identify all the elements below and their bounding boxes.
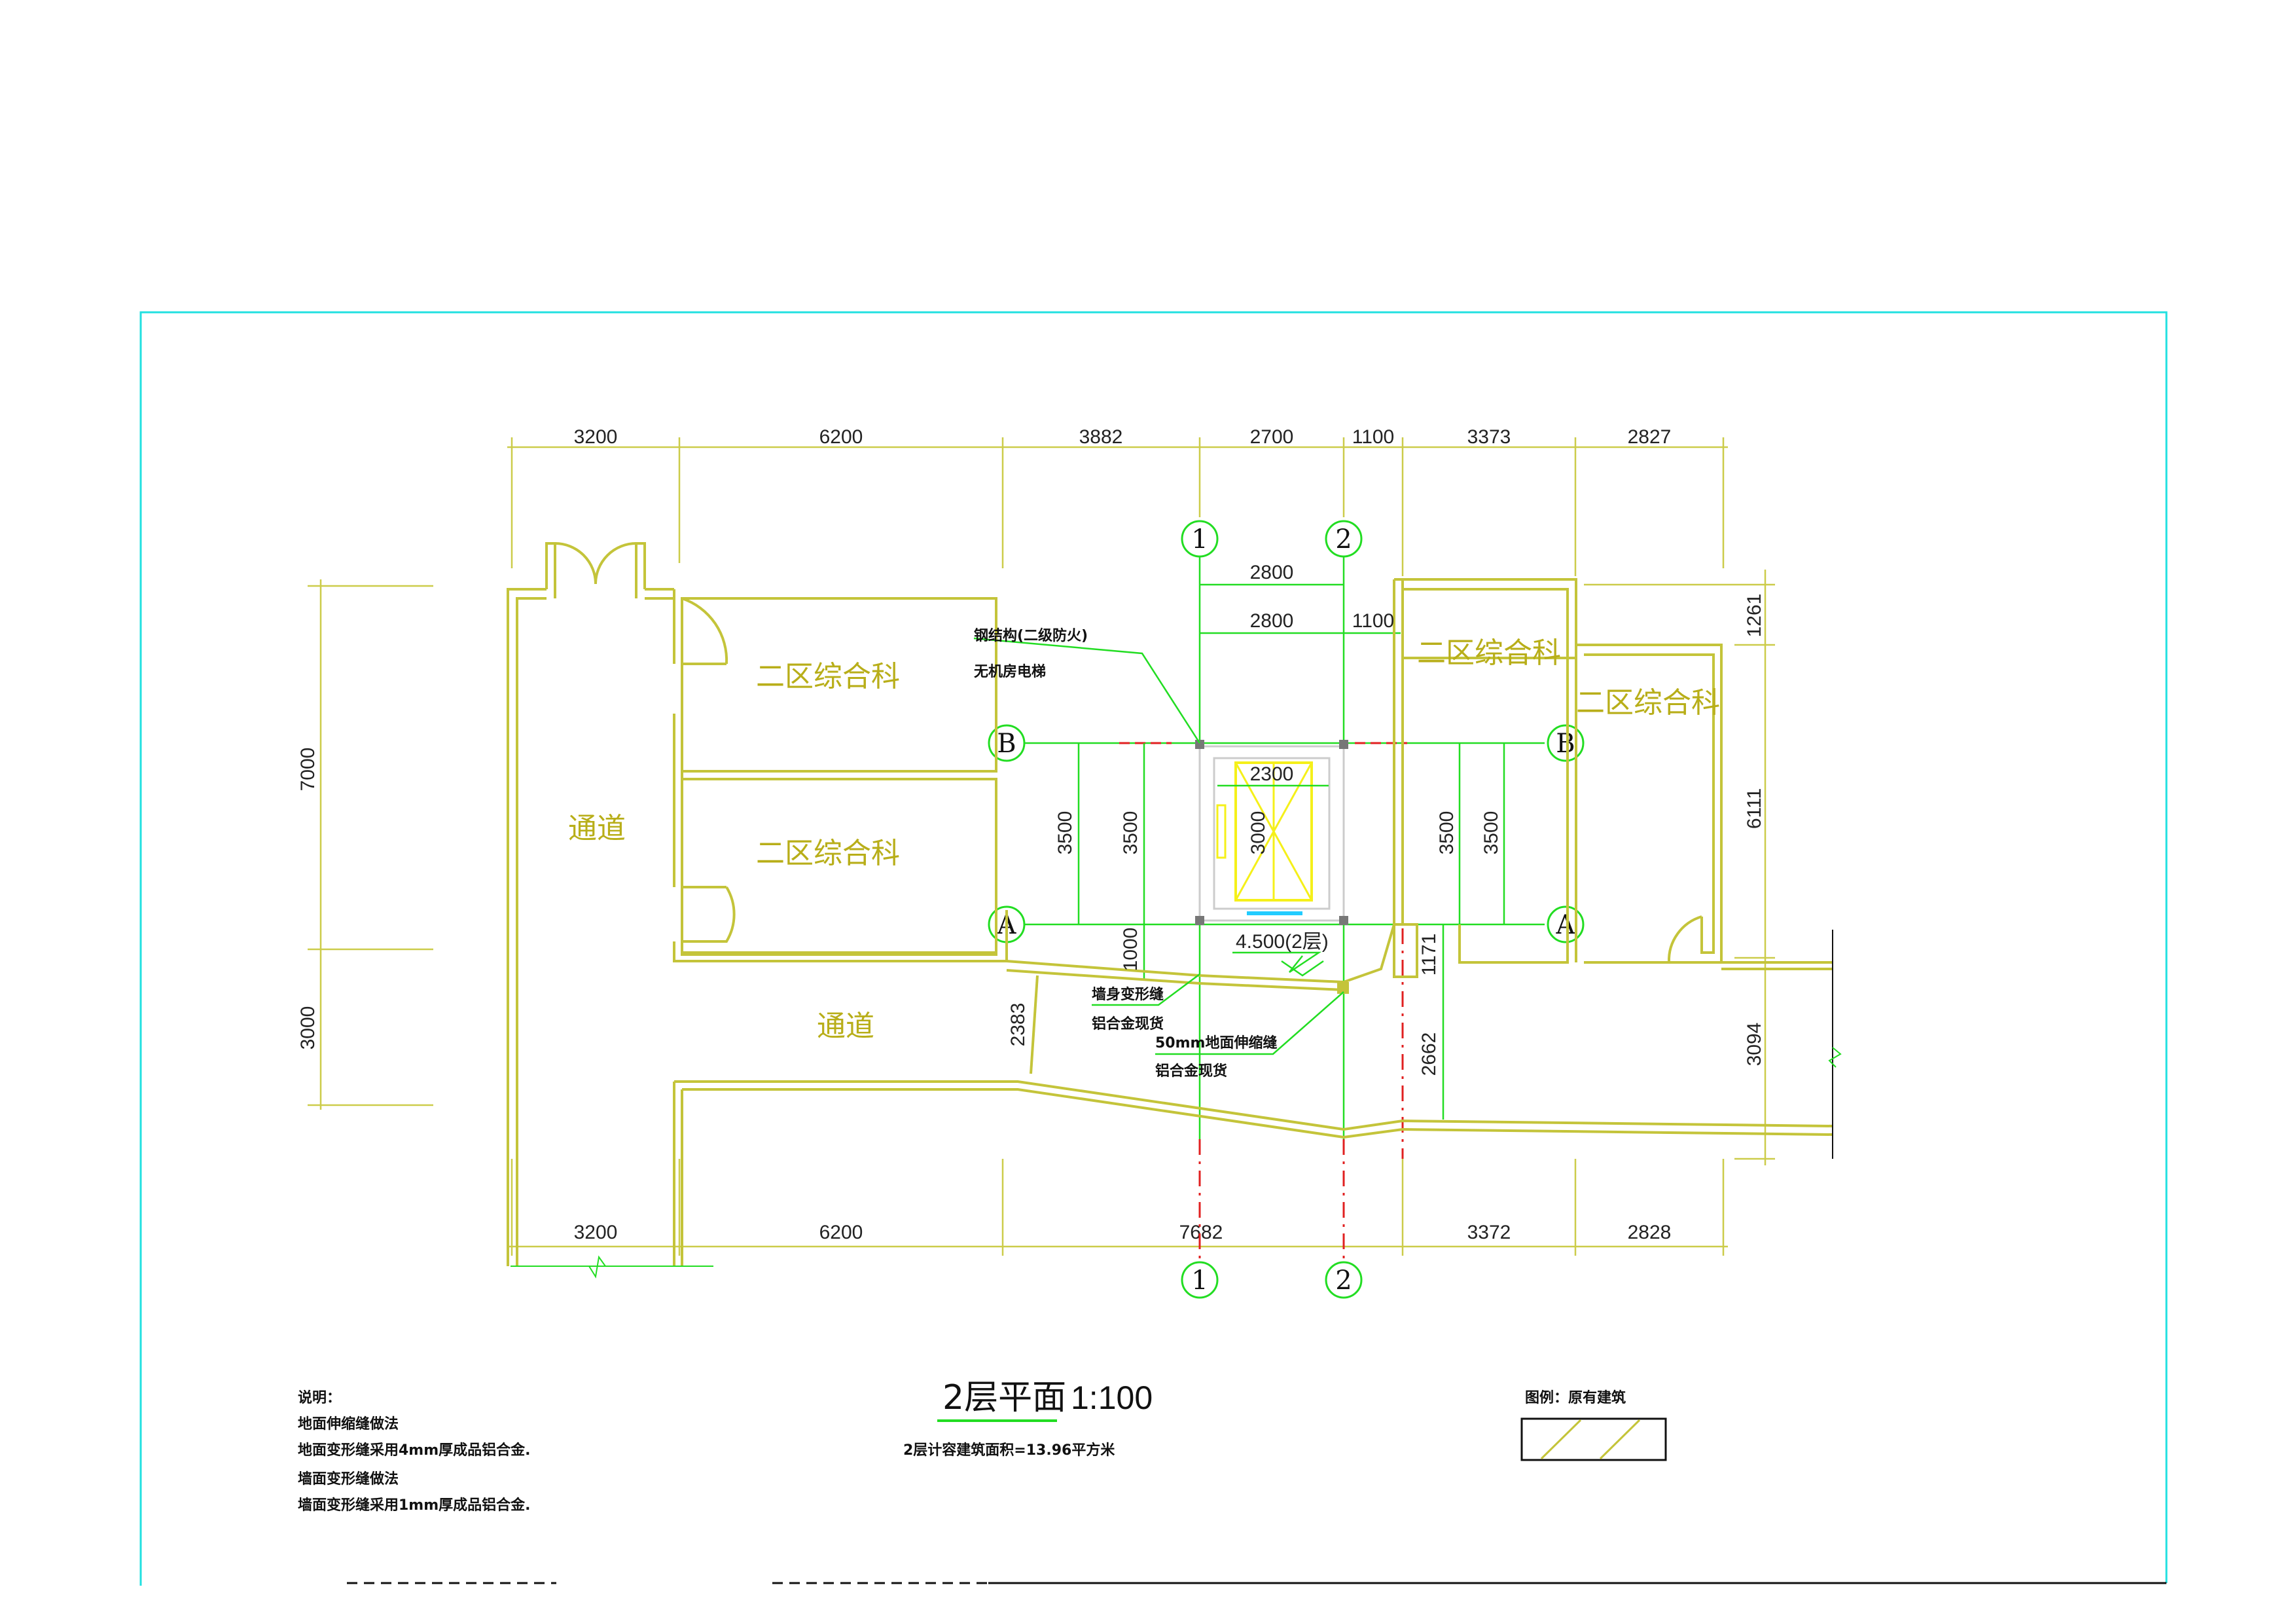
leader-steel: [973, 637, 1201, 744]
room-label-4: 二区综合科: [1576, 686, 1720, 720]
dim-2662: 2662: [1418, 1032, 1440, 1076]
axis-bubble-a-right: A: [1547, 905, 1585, 943]
svg-text:B: B: [997, 729, 1016, 759]
dim-1100-inner: 1100: [1352, 610, 1395, 632]
dim-2800-b: 2800: [1250, 610, 1294, 632]
notes-line-1: 地面伸缩缝做法: [298, 1415, 399, 1432]
svg-text:2: 2: [1335, 1266, 1352, 1296]
bottom-dim-1: 3200: [574, 1222, 618, 1243]
right-dim-2: 6111: [1744, 788, 1765, 829]
annotation-level: 4.500(2层): [1236, 931, 1329, 953]
drawing-frame: [139, 311, 2168, 1586]
svg-text:1: 1: [1191, 524, 1208, 555]
dim-2300: 2300: [1250, 763, 1294, 785]
leader-floor-joint: [1155, 991, 1344, 1055]
bottom-dim-4: 3372: [1467, 1222, 1511, 1243]
top-dim-6: 3373: [1467, 426, 1511, 448]
svg-text:1: 1: [1191, 1266, 1208, 1296]
bottom-dim-3: 7682: [1179, 1222, 1223, 1243]
dim-3500-right-2: 3500: [1480, 811, 1502, 855]
notes-line-4: 墙面变形缝采用1mm厚成品铝合金.: [298, 1497, 531, 1514]
top-dim-3: 3882: [1079, 426, 1123, 448]
notes-line-2: 地面变形缝采用4mm厚成品铝合金.: [298, 1442, 531, 1459]
corridor-label-1: 通道: [568, 812, 626, 845]
top-dim-1: 3200: [574, 426, 618, 448]
drawing-scale: 1:100: [1071, 1379, 1153, 1416]
dim-2800-a: 2800: [1250, 562, 1294, 583]
svg-text:A: A: [1556, 910, 1576, 940]
bottom-dim-5: 2828: [1628, 1222, 1672, 1243]
svg-text:B: B: [1556, 729, 1575, 759]
top-dim-4: 2700: [1250, 426, 1294, 448]
leader-level: [1232, 951, 1322, 974]
legend-label: 图例：原有建筑: [1525, 1389, 1626, 1406]
notes-line-3: 墙面变形缝做法: [298, 1470, 399, 1487]
room-label-3: 二区综合科: [1417, 636, 1561, 670]
bottom-dim-2: 6200: [819, 1222, 863, 1243]
top-dim-7: 2827: [1628, 426, 1672, 448]
dim-2383: 2383: [1007, 1003, 1029, 1047]
axis-bubble-1-top: 1: [1181, 520, 1219, 558]
room-label-2: 二区综合科: [756, 837, 900, 870]
right-dim-1: 1261: [1744, 594, 1765, 638]
annotation-steel: 钢结构(二级防火): [974, 627, 1088, 644]
annotation-floor-joint-cover: 铝合金现货: [1155, 1063, 1227, 1080]
annotation-wall-joint-cover: 铝合金现货: [1092, 1015, 1164, 1032]
corridor-label-2: 通道: [817, 1010, 874, 1043]
dim-3000: 3000: [1247, 811, 1269, 855]
left-dim-2: 3000: [297, 1006, 319, 1050]
top-dimension-chain: [507, 437, 1728, 576]
left-dimension-chain: [308, 579, 433, 1110]
axis-bubble-b-right: B: [1547, 724, 1585, 762]
area-note: 2层计容建筑面积=13.96平方米: [903, 1442, 1115, 1459]
top-dim-5: 1100: [1352, 426, 1395, 448]
dim-1171: 1171: [1418, 934, 1440, 976]
annotation-elevator: 无机房电梯: [974, 663, 1046, 680]
room-label-1: 二区综合科: [756, 660, 900, 693]
axis-bubble-1-bottom: 1: [1181, 1261, 1219, 1299]
left-dim-1: 7000: [297, 748, 319, 792]
dim-1000: 1000: [1120, 928, 1141, 972]
dim-3500-right-1: 3500: [1436, 811, 1458, 855]
building-walls: [507, 542, 1842, 1279]
annotation-wall-joint: 墙身变形缝: [1092, 986, 1164, 1003]
leader-wall-joint: [1092, 973, 1200, 1006]
dim-3500-left-2: 3500: [1120, 811, 1141, 855]
drawing-title: 2层平面: [942, 1378, 1066, 1417]
svg-text:2: 2: [1335, 524, 1352, 555]
annotation-floor-joint: 50mm地面伸缩缝: [1155, 1034, 1277, 1051]
legend-hatch-swatch: [1520, 1417, 1667, 1461]
level-marker: [1281, 960, 1324, 977]
top-dim-2: 6200: [819, 426, 863, 448]
axis-bubble-b-left: B: [988, 724, 1026, 762]
right-dimension-chain: [1584, 570, 1775, 1165]
dim-3500-left-1: 3500: [1054, 811, 1076, 855]
notes-heading: 说明：: [298, 1389, 341, 1406]
axis-bubble-2-bottom: 2: [1325, 1261, 1363, 1299]
bottom-dimension-chain: [507, 1159, 1728, 1256]
right-dim-3: 3094: [1744, 1023, 1765, 1067]
axis-bubble-2-top: 2: [1325, 520, 1363, 558]
